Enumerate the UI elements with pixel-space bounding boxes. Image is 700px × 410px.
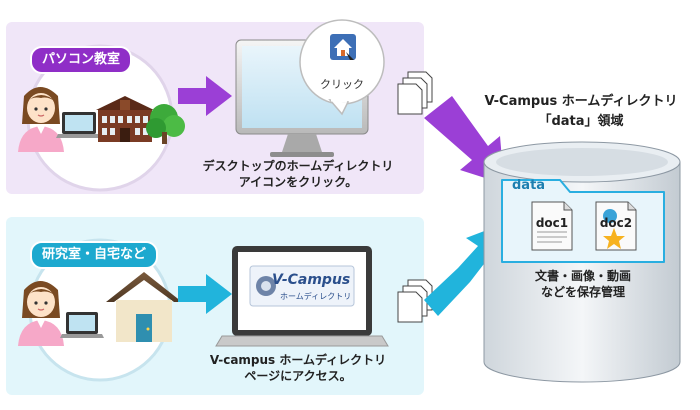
doc1-file-icon (531, 201, 573, 251)
tree-icon (146, 104, 185, 144)
click-label: クリック (320, 78, 364, 91)
storage-title: V-Campus ホームディレクトリ 「data」領域 (474, 92, 688, 132)
storage-caption-line2: などを保存管理 (540, 285, 625, 299)
web-caption: V-campus ホームディレクトリ ページにアクセス。 (198, 352, 398, 384)
storage-title-line1: V-Campus ホームディレクトリ (484, 94, 678, 109)
storage-title-line2: 「data」領域 (538, 114, 624, 129)
doc2-label: doc2 (599, 216, 633, 230)
storage-caption: 文書・画像・動画 などを保存管理 (494, 268, 672, 300)
house-icon (106, 272, 182, 342)
desktop-caption-line1: デスクトップのホームディレクトリ (202, 159, 394, 173)
web-caption-line2: ページにアクセス。 (244, 369, 352, 383)
desktop-caption-line2: アイコンをクリック。 (238, 175, 358, 189)
documents-stack-icon (397, 279, 433, 323)
desktop-caption: デスクトップのホームディレクトリ アイコンをクリック。 (198, 158, 398, 190)
person-icon (18, 281, 64, 346)
data-folder-label: data (512, 178, 546, 193)
doc2-file-icon (595, 201, 637, 251)
school-building-icon (96, 96, 154, 142)
arrow-to-web-icon (178, 274, 232, 314)
documents-stack-icon (397, 71, 433, 115)
person-icon (18, 87, 64, 152)
arrow-to-desktop-icon (178, 76, 232, 116)
click-speech-bubble (299, 19, 385, 116)
vcampus-brand-text: V-Campus (272, 272, 351, 288)
web-caption-line1: V-campus ホームディレクトリ (209, 353, 387, 367)
vcampus-logo (249, 265, 355, 307)
vcampus-sub-text: ホームディレクトリ (280, 292, 352, 301)
classroom-tag: パソコン教室 (30, 46, 133, 74)
doc1-label: doc1 (535, 216, 569, 230)
home-directory-icon (330, 34, 356, 60)
lab-home-tag: 研究室・自宅など (30, 241, 159, 269)
storage-caption-line1: 文書・画像・動画 (534, 269, 631, 283)
laptop-icon (56, 112, 102, 138)
laptop-icon (60, 312, 104, 338)
